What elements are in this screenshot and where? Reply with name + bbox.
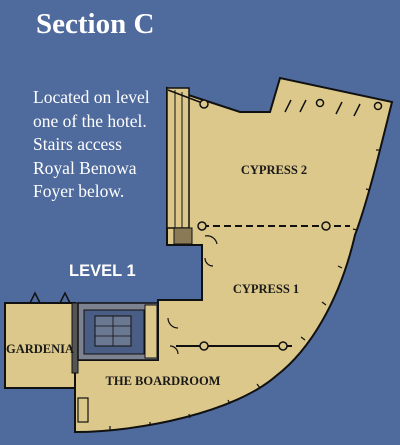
stairs — [166, 87, 190, 229]
window-bays — [284, 98, 383, 117]
room-label-boardroom: THE BOARDROOM — [106, 374, 221, 388]
description-line: Foyer below. — [33, 181, 125, 201]
room-label-cypress-2: CYPRESS 2 — [241, 163, 307, 177]
description-text: Located on level one of the hotel. Stair… — [33, 86, 173, 204]
room-label-gardenia: GARDENIA — [6, 342, 74, 356]
level-label: LEVEL 1 — [69, 262, 136, 280]
room-label-cypress-1: CYPRESS 1 — [233, 282, 299, 296]
description-line: Located on level — [33, 87, 150, 107]
description-line: one of the hotel. — [33, 110, 147, 131]
description-line: Royal Benowa — [33, 157, 137, 178]
gardenia-room — [4, 302, 76, 389]
description-line: Stairs access — [33, 134, 122, 154]
section-title: Section C — [36, 8, 155, 40]
floor-area — [74, 76, 394, 434]
